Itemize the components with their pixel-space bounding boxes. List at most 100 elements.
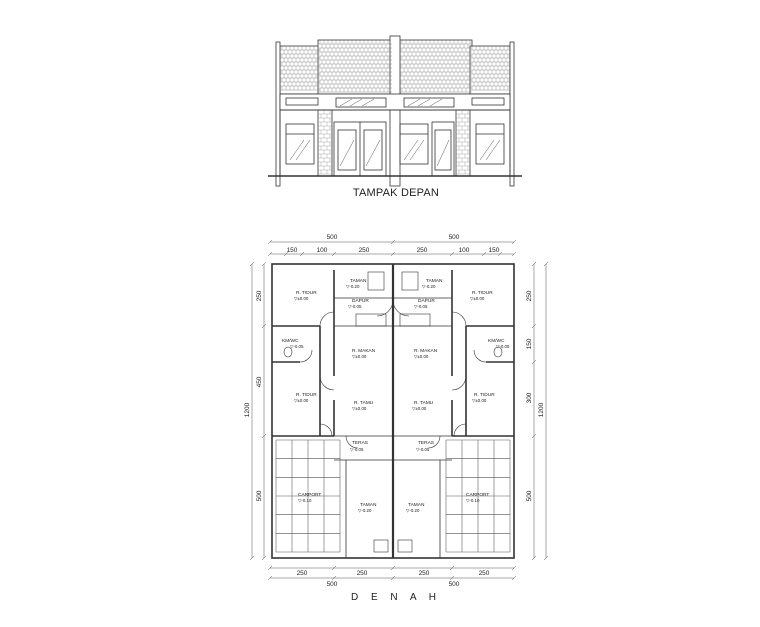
kitchen-counter-left — [355, 313, 387, 327]
dim-top-part: 150 — [489, 247, 500, 254]
dim-top-part: 100 — [459, 247, 470, 254]
dim-bottom-total-right: 500 — [449, 581, 460, 588]
dim-right-part: 250 — [526, 290, 533, 301]
door-swings — [299, 299, 487, 449]
room-name: CARPORT — [298, 492, 321, 498]
room-level: ▽-0.05 — [290, 344, 304, 349]
room-level: ▽-0.20 — [422, 284, 436, 289]
front-windows — [285, 123, 505, 165]
hatch-line — [511, 239, 517, 245]
dim-left-total: 1200 — [244, 402, 251, 417]
hatch-line — [331, 251, 337, 257]
hatch-line — [249, 261, 255, 267]
room-name: TERAS — [352, 440, 368, 446]
hatch-line — [267, 239, 273, 245]
carport-paving — [275, 439, 511, 553]
room-level: ▽-0.05 — [496, 344, 510, 349]
hatch-line — [531, 359, 537, 365]
fixtures — [283, 271, 503, 553]
hatch-line — [390, 565, 396, 571]
room-name: TERAS — [418, 440, 434, 446]
room-level: ▽±0.00 — [352, 354, 367, 359]
hatch-line — [449, 565, 455, 571]
hatch-line — [531, 433, 537, 439]
dimension-labels: 500 500 150 100 250 250 100 150 250 250 … — [244, 234, 545, 588]
room-level: ▽±0.00 — [472, 398, 487, 403]
dim-left-part: 500 — [256, 490, 263, 501]
room-name: DAPUR — [352, 298, 369, 304]
hatch-line — [299, 251, 305, 257]
dim-left-part: 250 — [256, 290, 263, 301]
room-name: R. MAKAN — [352, 348, 376, 354]
toilet-right — [493, 346, 503, 358]
room-level: ▽-0.20 — [346, 284, 360, 289]
room-name: R. MAKAN — [414, 348, 438, 354]
hatch-line — [449, 251, 455, 257]
gate-right — [397, 539, 413, 553]
hatch-line — [543, 261, 549, 267]
room-level: ▽-0.05 — [414, 304, 428, 309]
hatch-line — [390, 575, 396, 581]
hatch-line — [331, 575, 337, 581]
front-doors — [333, 121, 455, 177]
hatch-line — [511, 575, 517, 581]
dim-bottom-part: 250 — [419, 570, 430, 577]
room-name: R. TIDUR — [296, 290, 317, 296]
hatch-line — [249, 555, 255, 561]
room-level: ▽±0.00 — [414, 354, 429, 359]
room-level: ▽-0.05 — [348, 304, 362, 309]
dim-right-total: 1200 — [538, 402, 545, 417]
gate-left — [373, 539, 389, 553]
dim-bottom-part: 250 — [357, 570, 368, 577]
dim-top-part: 150 — [287, 247, 298, 254]
room-level: ▽±0.00 — [412, 406, 427, 411]
room-level: ▽-0.10 — [298, 498, 312, 503]
room-name: TAMAN — [350, 278, 367, 284]
hatch-line — [543, 555, 549, 561]
room-name: KM/WC — [282, 338, 299, 344]
hatch-line — [283, 251, 289, 257]
plan-title: D E N A H — [351, 592, 441, 603]
hatch-line — [331, 565, 337, 571]
kitchen-counter-right — [399, 313, 431, 327]
dim-bottom-part: 250 — [479, 570, 490, 577]
room-name: KM/WC — [488, 338, 505, 344]
room-name: TAMAN — [360, 502, 377, 508]
hatch-line — [481, 251, 487, 257]
hatch-line — [261, 323, 267, 329]
dim-top-total-right: 500 — [449, 234, 460, 241]
dim-left-part: 450 — [256, 376, 263, 387]
dim-right-part: 500 — [526, 490, 533, 501]
hatch-line — [449, 575, 455, 581]
room-level: ▽-0.20 — [358, 508, 372, 513]
room-level: ▽±0.00 — [470, 296, 485, 301]
room-name: TAMAN — [426, 278, 443, 284]
hatch-line — [531, 323, 537, 329]
room-name: R. TAMU — [354, 400, 374, 406]
dim-top-part: 250 — [359, 247, 370, 254]
room-name: R. TIDUR — [472, 290, 493, 296]
walls — [271, 263, 515, 559]
fascia — [279, 93, 511, 111]
room-name: TAMAN — [408, 502, 425, 508]
room-level: ▽-0.05 — [416, 447, 430, 452]
hatch-line — [267, 565, 273, 571]
room-name: R. TIDUR — [474, 392, 495, 398]
room-level: ▽-0.20 — [406, 508, 420, 513]
hatch-line — [497, 251, 503, 257]
hatch-line — [267, 251, 273, 257]
toilet-left — [283, 346, 293, 358]
hatch-line — [267, 575, 273, 581]
room-level: ▽±0.00 — [294, 296, 309, 301]
room-name: DAPUR — [418, 298, 435, 304]
dim-right-part: 150 — [526, 338, 533, 349]
back-light-well-right — [401, 271, 419, 291]
room-name: R. TAMU — [414, 400, 434, 406]
hatch-line — [531, 261, 537, 267]
roof — [275, 35, 515, 187]
dim-right-part: 300 — [526, 392, 533, 403]
room-level: ▽±0.00 — [352, 406, 367, 411]
hatch-line — [511, 251, 517, 257]
dimension-lines — [249, 239, 549, 581]
room-name: CARPORT — [466, 492, 489, 498]
